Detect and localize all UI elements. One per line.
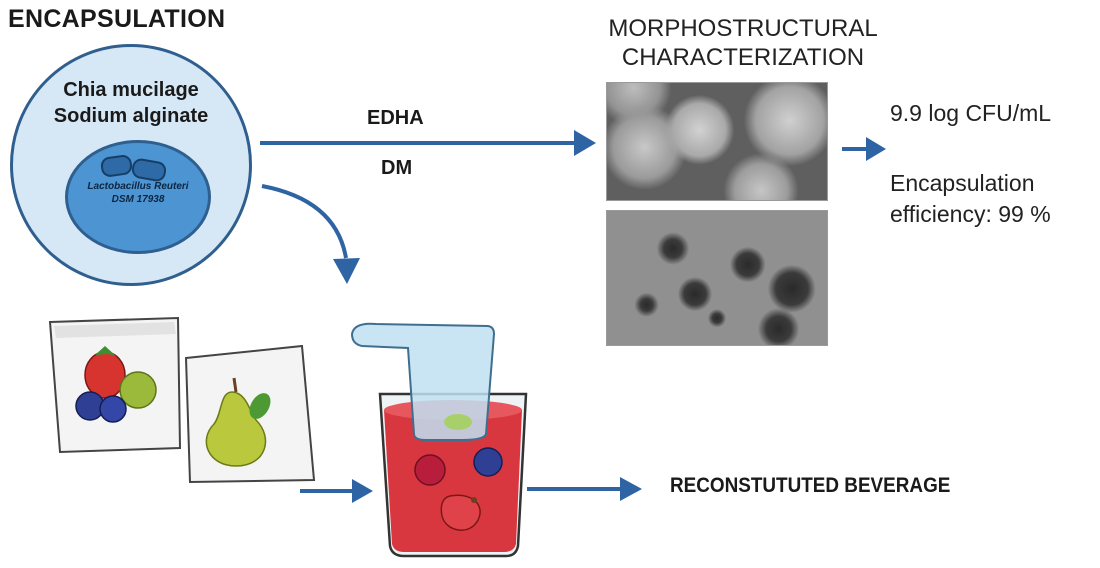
result-cfu: 9.9 log CFU/mL bbox=[890, 100, 1052, 126]
arrow-right-icon bbox=[260, 130, 596, 156]
arrow-right-icon bbox=[527, 477, 642, 501]
sem-image-surface-pores bbox=[606, 210, 828, 346]
result-efficiency: Encapsulation efficiency: 99 % bbox=[890, 168, 1051, 230]
scoop-icon bbox=[350, 322, 496, 441]
arrow-curve-down-icon bbox=[261, 184, 360, 284]
characterization-title: MORPHOSTRUCTURAL CHARACTERIZATION bbox=[568, 14, 918, 72]
process-label-dm: DM bbox=[381, 157, 413, 179]
characterization-title-line-1: MORPHOSTRUCTURAL bbox=[608, 15, 878, 42]
result-efficiency-line-1: Encapsulation bbox=[890, 170, 1035, 196]
beverage-label: RECONSTUTUTED BEVERAGE bbox=[670, 474, 951, 497]
result-efficiency-line-2: efficiency: 99 % bbox=[890, 201, 1051, 227]
fruit-sachet-pear-icon bbox=[184, 344, 316, 484]
capsule-material-chia: Chia mucilage bbox=[63, 79, 199, 101]
bacteria-strain-code: DSM 17938 bbox=[111, 194, 165, 205]
bacteria-icon bbox=[100, 155, 167, 182]
fruit-sachet-berries-icon bbox=[48, 316, 182, 454]
capsule-inner-circle bbox=[65, 140, 211, 254]
arrow-right-icon bbox=[300, 479, 373, 503]
arrow-right-icon bbox=[842, 137, 886, 161]
sem-image-microcapsules bbox=[606, 82, 828, 201]
characterization-title-line-2: CHARACTERIZATION bbox=[621, 44, 865, 71]
bacteria-strain-name: Lactobacillus Reuteri bbox=[87, 181, 189, 192]
process-label-edha: EDHA bbox=[367, 107, 424, 129]
capsule-material-alginate: Sodium alginate bbox=[53, 105, 209, 127]
page-title: ENCAPSULATION bbox=[8, 5, 226, 33]
